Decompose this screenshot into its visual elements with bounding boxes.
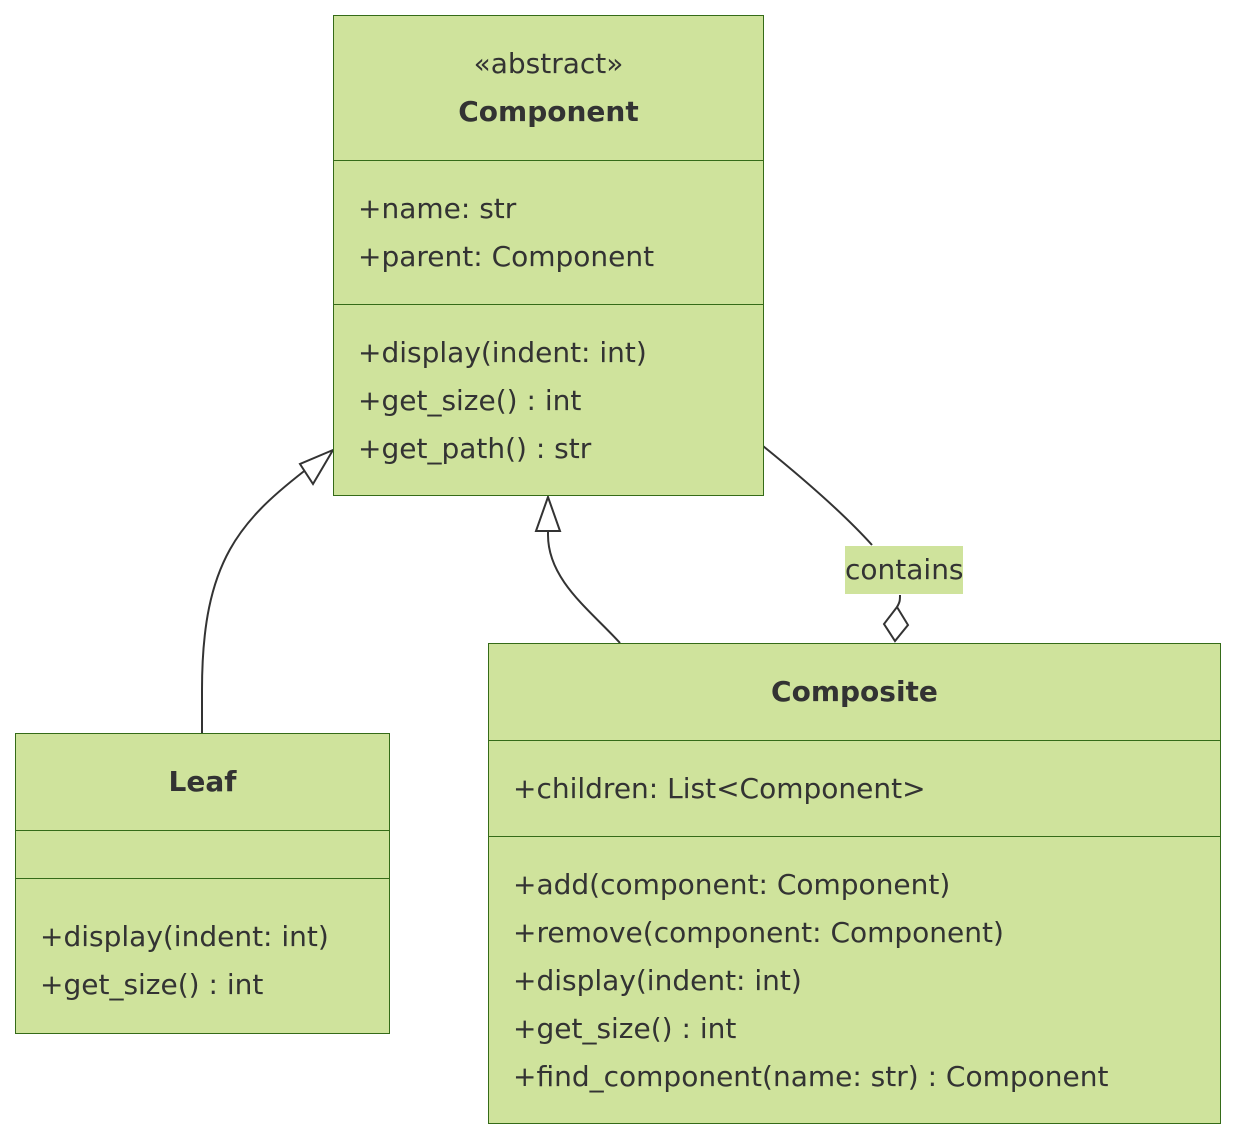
methods-section: +display(indent: int) +get_size() : int …: [334, 304, 763, 496]
aggregation-diamond: [882, 605, 910, 643]
method: +display(indent: int): [358, 336, 647, 369]
method: +get_size() : int: [40, 968, 264, 1001]
contains-label: contains: [845, 546, 964, 594]
leaf-inheritance-line: [201, 464, 313, 733]
class-name: Leaf: [168, 765, 237, 798]
leaf-inheritance-arrowhead: [298, 447, 336, 486]
method: +get_path() : str: [358, 432, 592, 465]
method: +get_size() : int: [358, 384, 582, 417]
attribute: +name: str: [358, 192, 517, 225]
method: +display(indent: int): [40, 920, 329, 953]
composite-inheritance-arrowhead: [534, 493, 562, 532]
method: +get_size() : int: [513, 1012, 737, 1045]
class-component: «abstract» Component +name: str +parent:…: [333, 15, 764, 496]
methods-section: +display(indent: int) +get_size() : int: [16, 878, 389, 1034]
class-name: Component: [458, 95, 639, 128]
class-header: «abstract» Component: [334, 16, 763, 160]
class-header: Leaf: [16, 734, 389, 830]
attributes-section: +name: str +parent: Component: [334, 160, 763, 304]
composite-inheritance-line: [547, 530, 621, 644]
class-name: Composite: [771, 675, 938, 708]
method: +find_component(name: str) : Component: [513, 1060, 1109, 1093]
attribute: +children: List<Component>: [513, 772, 926, 805]
method: +add(component: Component): [513, 868, 951, 901]
method: +remove(component: Component): [513, 916, 1004, 949]
methods-section: +add(component: Component) +remove(compo…: [489, 836, 1220, 1124]
method: +display(indent: int): [513, 964, 802, 997]
class-leaf: Leaf +display(indent: int) +get_size() :…: [15, 733, 390, 1034]
contains-line: [762, 445, 901, 608]
attribute: +parent: Component: [358, 240, 655, 273]
attributes-section: +children: List<Component>: [489, 740, 1220, 836]
class-composite: Composite +children: List<Component> +ad…: [488, 643, 1221, 1124]
attributes-section: [16, 830, 389, 878]
stereotype: «abstract»: [473, 47, 624, 80]
class-header: Composite: [489, 644, 1220, 740]
